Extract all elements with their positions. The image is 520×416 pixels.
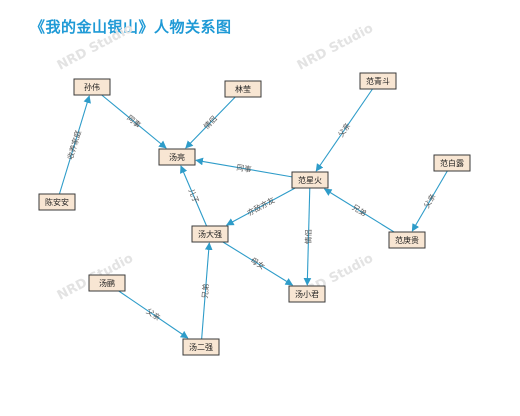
relationship-edge <box>195 157 293 178</box>
relationship-edge <box>101 94 167 149</box>
page-title: 《我的金山银山》人物关系图 <box>30 18 232 36</box>
node-box <box>158 148 196 166</box>
node-label: 林莹 <box>235 84 251 94</box>
node-label: 陈安安 <box>45 197 69 207</box>
relationship-edge <box>225 187 296 226</box>
node-fanxinghuo: 范星火 <box>291 171 329 189</box>
node-box <box>388 231 426 249</box>
node-linying: 林莹 <box>224 80 262 98</box>
node-box <box>359 72 397 90</box>
node-box <box>38 193 76 211</box>
watermark-text: NRD Studio <box>295 21 376 74</box>
node-box <box>291 171 329 189</box>
node-label: 汤亮 <box>169 152 185 162</box>
relationship-edge <box>323 188 395 233</box>
relationship-edge <box>222 241 294 286</box>
node-box <box>182 338 220 356</box>
relationship-edge <box>201 242 213 340</box>
node-fangengui: 范庚贵 <box>388 231 426 249</box>
relationship-edge <box>180 165 208 227</box>
node-tangxiaojun: 汤小君 <box>288 285 326 303</box>
watermark-text: NRD Studio <box>55 21 136 74</box>
node-label: 范白露 <box>440 158 464 168</box>
node-label: 范青斗 <box>366 76 390 86</box>
relationship-edge <box>58 95 91 195</box>
node-label: 汤大强 <box>198 229 222 239</box>
node-box <box>191 225 229 243</box>
relationship-edge <box>185 96 236 149</box>
relationship-edge <box>118 290 189 339</box>
relationship-edge <box>315 88 373 172</box>
relationship-edge <box>303 187 312 286</box>
node-fanqingdou: 范青斗 <box>359 72 397 90</box>
edge-label: 儿子 <box>187 187 201 205</box>
node-box <box>224 80 262 98</box>
node-label: 范星火 <box>298 175 322 185</box>
node-tangdaqiang: 汤大强 <box>191 225 229 243</box>
node-box <box>88 274 126 292</box>
edge-label: 亦敌亦友 <box>245 194 277 217</box>
edge-label: 收养家庭 <box>65 129 83 161</box>
edge-label: 父亲 <box>421 192 437 210</box>
relationship-edge <box>411 170 448 232</box>
node-tangman: 汤鹂 <box>88 274 126 292</box>
edge-label: 母女 <box>249 255 267 272</box>
edge-label: 兄弟 <box>199 283 210 299</box>
node-sunwei: 孙伟 <box>73 78 111 96</box>
node-tangliang: 汤亮 <box>158 148 196 166</box>
node-tangerqiang: 汤二强 <box>182 338 220 356</box>
edge-label: 情侣 <box>303 229 313 244</box>
node-box <box>433 154 471 172</box>
node-fanbailu: 范白露 <box>433 154 471 172</box>
node-label: 汤二强 <box>189 343 213 352</box>
node-chenanan: 陈安安 <box>38 193 76 211</box>
node-label: 范庚贵 <box>395 235 419 245</box>
edge-label: 父亲 <box>145 306 163 323</box>
edge-label: 父亲 <box>336 121 353 139</box>
node-box <box>73 78 111 96</box>
edge-label: 兄弟 <box>351 202 369 218</box>
node-box <box>288 285 326 303</box>
node-label: 汤小君 <box>295 290 319 299</box>
edge-label: 同事 <box>236 162 253 174</box>
node-label: 孙伟 <box>84 82 100 92</box>
edges <box>58 88 448 340</box>
node-label: 汤鹂 <box>99 278 115 288</box>
